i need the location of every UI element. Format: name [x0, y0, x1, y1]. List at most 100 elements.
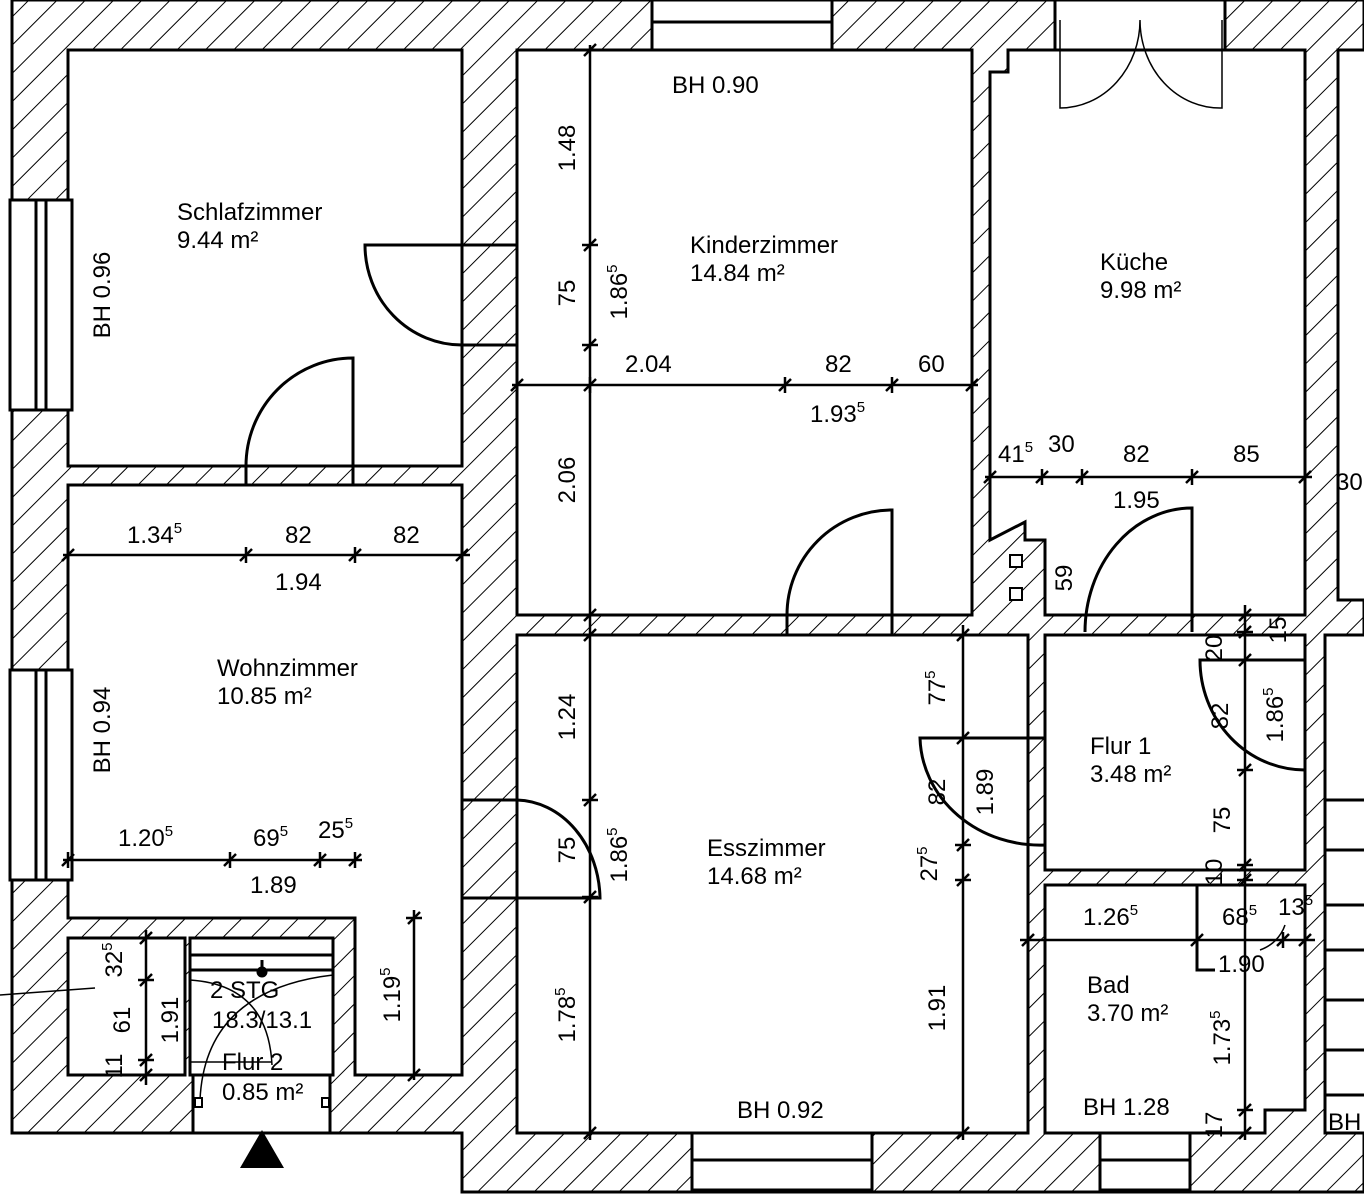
dim-label: 255	[318, 815, 353, 844]
dim-label: 1.735	[1207, 1010, 1236, 1065]
dim-label: 75	[554, 837, 581, 864]
dim-label: 1.865	[604, 827, 633, 882]
stairs-right	[1325, 798, 1364, 1097]
room-right-top	[1336, 48, 1364, 602]
window-left-2	[8, 668, 74, 882]
room-area: 0.85 m²	[222, 1079, 303, 1106]
stair-ratio: 18.3/13.1	[212, 1007, 312, 1034]
dim-label: 1.935	[810, 399, 865, 428]
dim-label: 1.785	[552, 987, 581, 1042]
room-area: 14.84 m²	[690, 260, 785, 287]
dim-label: 1.94	[275, 569, 322, 596]
room-area: 3.70 m²	[1087, 1000, 1168, 1027]
dim-label: 2.04	[625, 351, 672, 378]
door-kueche-top-leaves	[1059, 19, 1223, 109]
doors	[0, 19, 1306, 996]
dim-label: 415	[998, 439, 1033, 468]
dim-label: 2.06	[554, 457, 581, 504]
stairs-flur-2	[189, 953, 334, 1108]
stair-label: 2 STG	[210, 977, 279, 1004]
windows	[8, 0, 1227, 1192]
sill-heights: BH 0.90 BH 0.96 BH 0.94 BH 0.92 BH 1.28 …	[89, 72, 1361, 1136]
room-labels: Schlafzimmer 9.44 m² Kinderzimmer 14.84 …	[177, 199, 1181, 1106]
room-esszimmer	[515, 633, 1030, 1135]
dim-label: 135	[1278, 892, 1313, 921]
dim-label: 1.265	[1083, 902, 1138, 931]
door-flur-1-right	[1198, 658, 1306, 772]
dim-label: 1.195	[377, 967, 406, 1022]
dim-label: 1.865	[1260, 687, 1289, 742]
room-name: Flur 1	[1090, 733, 1151, 760]
room-schlafzimmer	[66, 48, 464, 468]
dim-label: 1.95	[1113, 487, 1160, 514]
dim-label: 1.865	[604, 264, 633, 319]
sill-height: BH 0.94	[89, 687, 116, 774]
dim-label: 85	[1233, 441, 1260, 468]
room-bad	[1043, 883, 1307, 1135]
dim-label: 17	[1201, 1112, 1228, 1139]
sill-height: BH 0.90	[672, 72, 759, 99]
sill-height: BH	[1328, 1109, 1361, 1136]
room-kueche	[988, 48, 1307, 617]
door-schlafzimmer	[363, 243, 517, 347]
door-schlafzimmer-bottom	[244, 356, 355, 485]
door-bad	[1195, 885, 1215, 972]
dim-label: 1.90	[1218, 951, 1265, 978]
dim-label: 1.89	[250, 872, 297, 899]
room-closet	[66, 936, 187, 1077]
dim-label: 82	[1207, 703, 1234, 730]
room-name: Flur 2	[222, 1049, 283, 1076]
room-area: 9.44 m²	[177, 227, 258, 254]
dim-label: 75	[1209, 807, 1236, 834]
dim-label: 1.205	[118, 823, 173, 852]
dim-label: 1.91	[924, 985, 951, 1032]
dim-label: 30	[1048, 431, 1075, 458]
door-kueche	[1083, 506, 1194, 633]
dim-label: 11	[101, 1054, 128, 1079]
dim-label: 82	[825, 351, 852, 378]
dim-label: 325	[99, 942, 128, 977]
dim-label: 275	[914, 846, 943, 881]
rooms	[66, 48, 1364, 1168]
room-kinderzimmer	[515, 48, 974, 617]
room-name: Kinderzimmer	[690, 232, 838, 259]
dim-label: 30	[1336, 469, 1363, 496]
room-name: Küche	[1100, 249, 1168, 276]
dim-label: 15	[1265, 617, 1292, 644]
door-kinderzimmer	[785, 508, 894, 635]
dim-label: 61	[109, 1007, 136, 1034]
entrance-arrow-icon	[240, 1130, 284, 1168]
door-flur-1-left	[918, 736, 1046, 847]
dimension-labels: 2.04 82 60 1.935 415 30 82 85 1.95 30 1.…	[118, 351, 1363, 978]
dim-label: 75	[554, 280, 581, 307]
dim-label: 1.345	[127, 520, 182, 549]
dim-label: 59	[1051, 565, 1078, 592]
room-name: Esszimmer	[707, 835, 826, 862]
dim-label: 685	[1222, 902, 1257, 931]
dim-label: 82	[924, 779, 951, 806]
door-esszimmer	[462, 798, 602, 900]
dimension-labels-vertical: 1.48 75 1.865 2.06 59 1.24 75 1.865 1.78…	[99, 125, 1292, 1139]
window-left-1	[8, 198, 74, 412]
room-flur-1	[1043, 633, 1307, 872]
room-area: 3.48 m²	[1090, 761, 1171, 788]
dim-label: 1.24	[554, 694, 581, 741]
room-name: Bad	[1087, 972, 1130, 999]
room-area: 10.85 m²	[217, 683, 312, 710]
sill-height: BH 0.96	[89, 252, 116, 339]
room-name: Wohnzimmer	[217, 655, 358, 682]
dim-label: 775	[922, 670, 951, 705]
dim-label: 10	[1201, 859, 1228, 886]
window-top	[650, 0, 834, 52]
room-wohnzimmer	[66, 483, 464, 1077]
dim-label: 82	[1123, 441, 1150, 468]
dim-label: 60	[918, 351, 945, 378]
sill-height: BH 0.92	[737, 1097, 824, 1124]
dim-label: 1.89	[972, 769, 999, 816]
dim-label: 82	[285, 522, 312, 549]
dimension-lines	[61, 43, 1315, 1140]
dim-label: 82	[393, 522, 420, 549]
room-name: Schlafzimmer	[177, 199, 322, 226]
room-area: 14.68 m²	[707, 863, 802, 890]
room-area: 9.98 m²	[1100, 277, 1181, 304]
